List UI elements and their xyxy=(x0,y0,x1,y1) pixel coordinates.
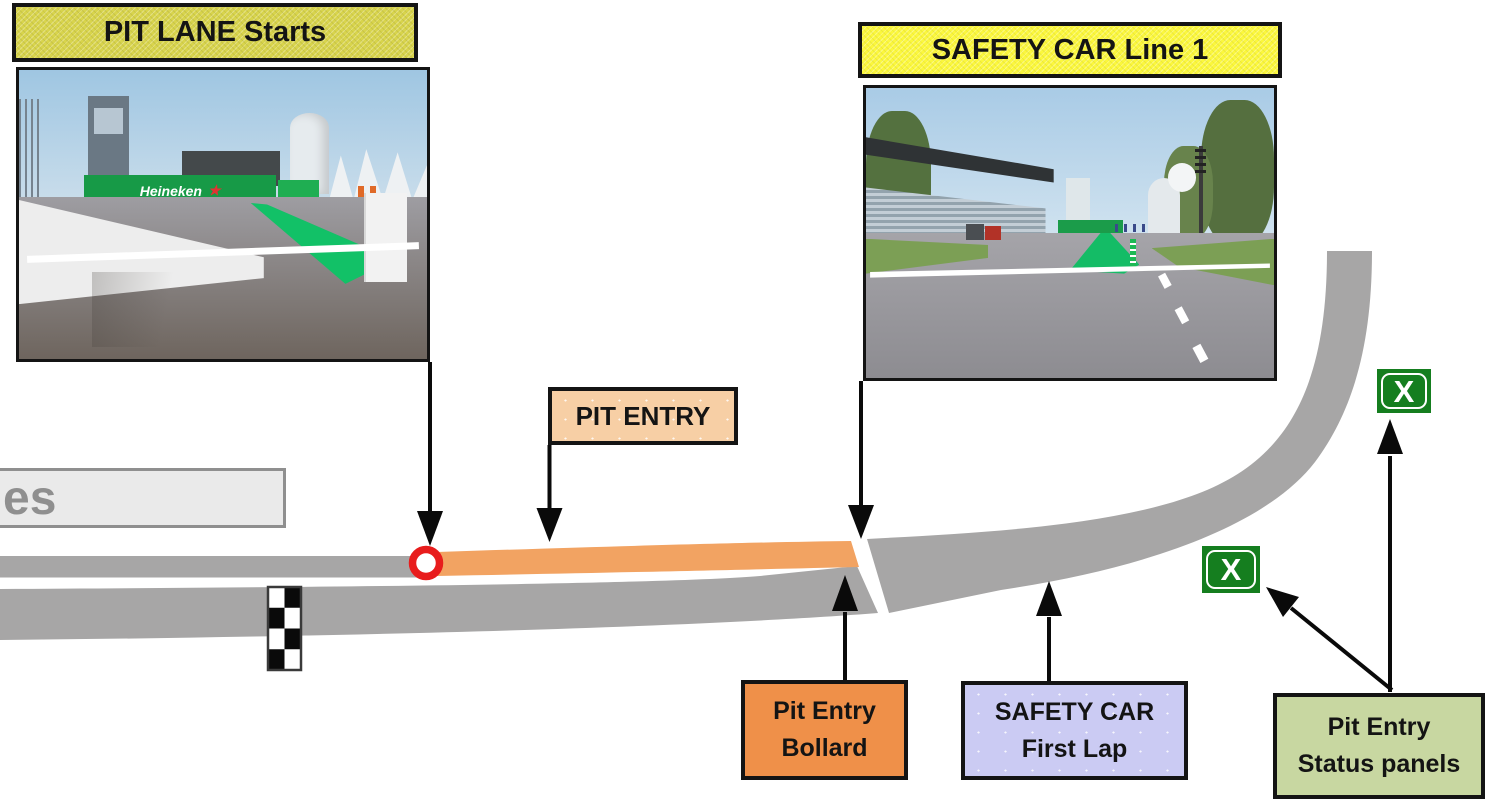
tower-windows xyxy=(94,107,124,134)
pole-lights xyxy=(1194,148,1207,175)
finish-line-checkered-flag xyxy=(266,585,303,672)
pit-entry-lane xyxy=(437,541,859,576)
callout-pit-entry-status-panels: Pit Entry Status panels xyxy=(1273,693,1485,799)
bollard-label-line2: Bollard xyxy=(781,734,868,762)
pit-lane-photo: Heineken ★ xyxy=(16,67,430,362)
pit-buildings-box: es xyxy=(0,468,286,528)
safety-car-line-photo xyxy=(863,85,1277,381)
callout-safety-car-first-lap: SAFETY CAR First Lap xyxy=(961,681,1188,780)
light-pole xyxy=(1198,146,1203,239)
smoke-plume xyxy=(1167,163,1197,193)
x-symbol: X xyxy=(1393,373,1415,409)
right-wall-block xyxy=(363,192,407,283)
status-panels-label-line1: Pit Entry xyxy=(1327,713,1431,741)
main-straight-band xyxy=(0,566,878,640)
left-fence xyxy=(19,98,40,221)
callout-arrows xyxy=(417,362,1403,692)
banner-green xyxy=(1057,219,1124,233)
banner-small xyxy=(278,179,319,201)
pit-entry-label: PIT ENTRY xyxy=(575,400,711,431)
panel-frame xyxy=(1206,550,1256,589)
people-group xyxy=(1114,224,1148,232)
pit-entry-status-panel-1: X xyxy=(1377,369,1431,413)
trees-right xyxy=(1200,99,1274,245)
callout-pit-entry: PIT ENTRY xyxy=(548,387,738,445)
banner-text: Heineken xyxy=(139,182,202,199)
first-lap-label-line2: First Lap xyxy=(1021,734,1128,763)
callout-pit-entry-bollard: Pit Entry Bollard xyxy=(741,680,908,780)
pit-entry-status-panel-2: X xyxy=(1202,546,1260,593)
track-curve-band xyxy=(867,251,1372,613)
pit-lane-band xyxy=(0,556,422,578)
status-panels-label-line2: Status panels xyxy=(1297,750,1461,778)
panel-frame xyxy=(1381,373,1427,409)
callout-safety-car-line-1: SAFETY CAR Line 1 xyxy=(858,22,1282,78)
marshal-2 xyxy=(369,185,377,198)
bollard-post xyxy=(1130,238,1137,271)
callout-pit-lane-starts: PIT LANE Starts xyxy=(12,3,418,62)
banner-star: ★ xyxy=(207,182,221,199)
first-lap-label-line1: SAFETY CAR xyxy=(994,697,1155,726)
pit-lane-start-red-circle xyxy=(408,545,444,581)
pit-lane-starts-label: PIT LANE Starts xyxy=(103,16,327,48)
safety-car-line-1-label: SAFETY CAR Line 1 xyxy=(931,33,1209,66)
red-truck xyxy=(985,225,1002,241)
tire-marks xyxy=(92,272,215,348)
marshal-1 xyxy=(357,185,365,198)
x-symbol: X xyxy=(1220,552,1242,587)
truck-trailer xyxy=(965,224,985,241)
pit-buildings-label: es xyxy=(3,471,57,525)
bollard-label-line1: Pit Entry xyxy=(773,697,876,725)
